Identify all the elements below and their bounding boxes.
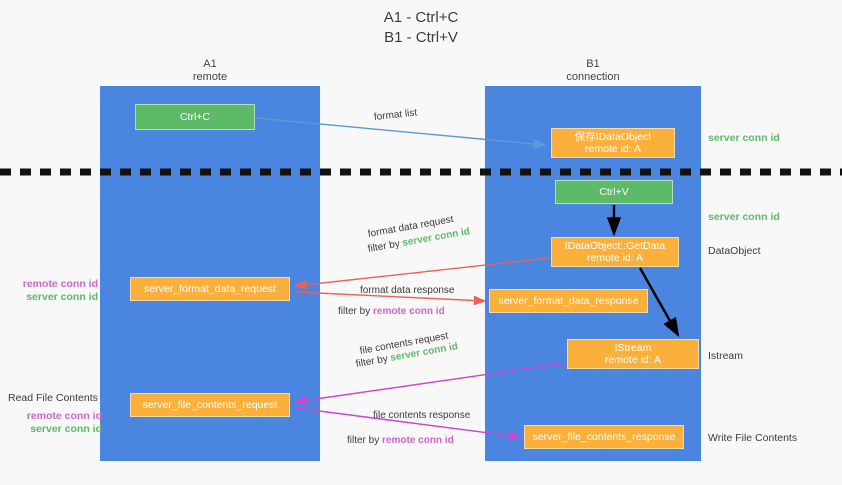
side-label-write-file-contents: Write File Contents <box>708 432 798 444</box>
lane-header-b1: B1 connection <box>485 58 701 84</box>
side-label-conn-ids-upper: remote conn id server conn id <box>10 278 98 304</box>
node-ctrl-c-label: Ctrl+C <box>179 111 211 123</box>
node-getdata-line1: IDataObject::GetData <box>564 240 666 252</box>
side-label-conn-ids-lower: remote conn id server conn id <box>10 410 102 436</box>
node-ctrl-v[interactable]: Ctrl+V <box>555 180 673 204</box>
node-ctrl-v-label: Ctrl+V <box>599 186 629 198</box>
lane-header-a1: A1 remote <box>100 58 320 84</box>
node-istream[interactable]: IStream remote id: A <box>567 339 699 369</box>
edge-filter-file-contents-response: filter by remote conn id <box>347 434 454 447</box>
node-istream-line2: remote id: A <box>604 354 662 366</box>
node-server-format-data-response-label: server_format_data_response <box>498 295 639 307</box>
page-title: A1 - Ctrl+C B1 - Ctrl+V <box>0 8 842 48</box>
edge-label-format-list: format list <box>373 107 418 123</box>
node-idataobject[interactable]: 保存IDataObject remote id: A <box>551 128 675 158</box>
remote-conn-id-text-1: remote conn id <box>373 306 445 317</box>
side-label-server-conn-id-mid: server conn id <box>708 211 780 223</box>
node-getdata-line2: remote id: A <box>586 252 644 264</box>
node-server-format-data-response[interactable]: server_format_data_response <box>489 289 648 313</box>
remote-conn-id-text-2: remote conn id <box>382 435 454 446</box>
node-server-format-data-request-label: server_format_data_request <box>144 283 276 295</box>
filter-by-text-2: filter by <box>338 306 371 317</box>
node-server-file-contents-request-label: server_file_contents_request <box>142 399 278 411</box>
lane-a1-sub: remote <box>192 71 228 83</box>
node-istream-line1: IStream <box>614 342 652 354</box>
side-label-istream: Istream <box>708 350 744 362</box>
lane-b1-sub: connection <box>566 71 620 83</box>
left-remote-conn-id-1: remote conn id <box>22 278 98 290</box>
side-label-dataobject: DataObject <box>708 245 761 257</box>
filter-by-text-1: filter by <box>367 238 401 255</box>
left-remote-conn-id-2: remote conn id <box>26 410 102 422</box>
title-line-1: A1 - Ctrl+C <box>383 9 459 26</box>
node-ctrl-c[interactable]: Ctrl+C <box>135 104 255 130</box>
node-server-file-contents-request[interactable]: server_file_contents_request <box>130 393 290 417</box>
side-label-read-file-contents: Read File Contents <box>8 392 98 404</box>
lane-b1-name: B1 <box>586 58 600 70</box>
node-idataobject-line1: 保存IDataObject <box>574 131 652 143</box>
node-server-file-contents-response[interactable]: server_file_contents_response <box>524 425 684 449</box>
node-idataobject-line2: remote id: A <box>584 143 642 155</box>
lane-a1-name: A1 <box>203 58 217 70</box>
side-label-server-conn-id-top: server conn id <box>708 132 780 144</box>
node-server-file-contents-response-label: server_file_contents_response <box>532 431 676 443</box>
left-server-conn-id-1: server conn id <box>26 291 98 303</box>
title-line-2: B1 - Ctrl+V <box>384 29 458 46</box>
node-getdata[interactable]: IDataObject::GetData remote id: A <box>551 237 679 267</box>
edge-label-file-contents-response: file contents response <box>373 410 471 421</box>
filter-by-text-4: filter by <box>347 435 380 446</box>
node-server-format-data-request[interactable]: server_format_data_request <box>130 277 290 301</box>
edge-filter-format-data-response: filter by remote conn id <box>338 305 445 318</box>
left-server-conn-id-2: server conn id <box>30 423 102 435</box>
edge-label-format-data-response: format data response <box>360 285 455 296</box>
